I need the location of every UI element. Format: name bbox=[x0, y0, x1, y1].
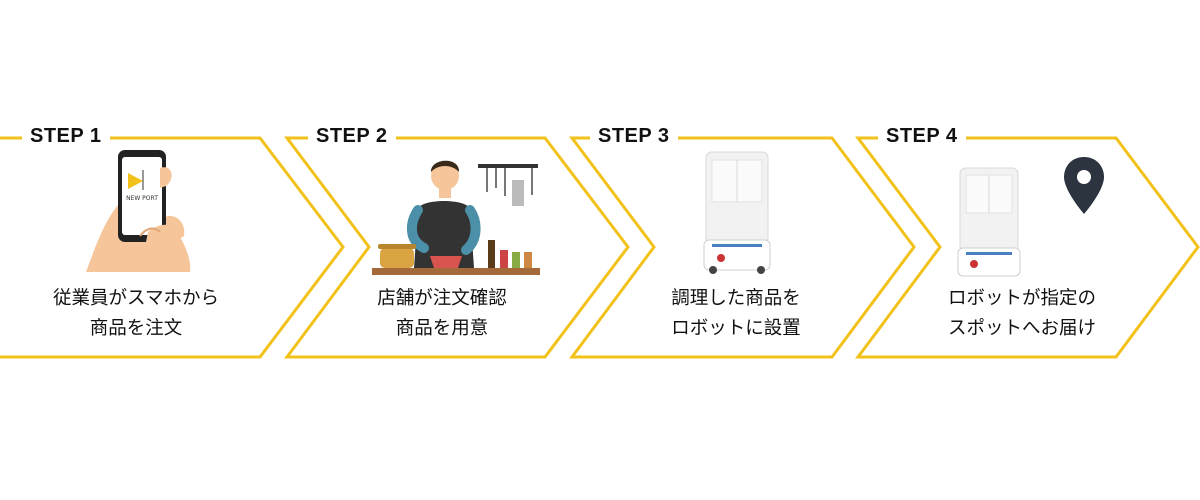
step-2-caption-line2: 商品を用意 bbox=[395, 318, 489, 339]
step-3-caption-line1: 調理した商品を bbox=[671, 288, 801, 309]
location-pin-icon bbox=[1064, 157, 1104, 214]
step-4-caption: ロボットが指定の スポットへお届け bbox=[902, 284, 1142, 344]
step-1-caption-line2: 商品を注文 bbox=[89, 318, 183, 339]
step-3-chevron bbox=[568, 136, 916, 359]
step-4-caption-line2: スポットへお届け bbox=[947, 318, 1096, 339]
step-1-caption: 従業員がスマホから 商品を注文 bbox=[16, 284, 256, 344]
step-4-label: STEP 4 bbox=[878, 122, 966, 150]
step-1-chevron bbox=[0, 136, 345, 359]
phone-order-icon: NEW PORT bbox=[86, 150, 191, 272]
step-4-caption-line1: ロボットが指定の bbox=[947, 288, 1096, 309]
step-3-caption: 調理した商品を ロボットに設置 bbox=[616, 284, 856, 344]
step-2-caption-line1: 店舗が注文確認 bbox=[377, 288, 507, 309]
step-4-chevron bbox=[854, 136, 1200, 359]
step-2-chevron bbox=[283, 136, 630, 359]
delivery-robot-icon bbox=[957, 167, 1021, 277]
step-2-label: STEP 2 bbox=[308, 122, 396, 150]
step-1-label: STEP 1 bbox=[22, 122, 110, 150]
step-3-caption-line2: ロボットに設置 bbox=[671, 318, 801, 339]
step-3-label: STEP 3 bbox=[590, 122, 678, 150]
step-1-caption-line1: 従業員がスマホから bbox=[53, 288, 219, 309]
app-logo-text: NEW PORT bbox=[126, 195, 158, 202]
step-2-caption: 店舗が注文確認 商品を用意 bbox=[322, 284, 562, 344]
chef-cooking-icon bbox=[372, 160, 540, 275]
delivery-robot-icon bbox=[703, 151, 771, 274]
